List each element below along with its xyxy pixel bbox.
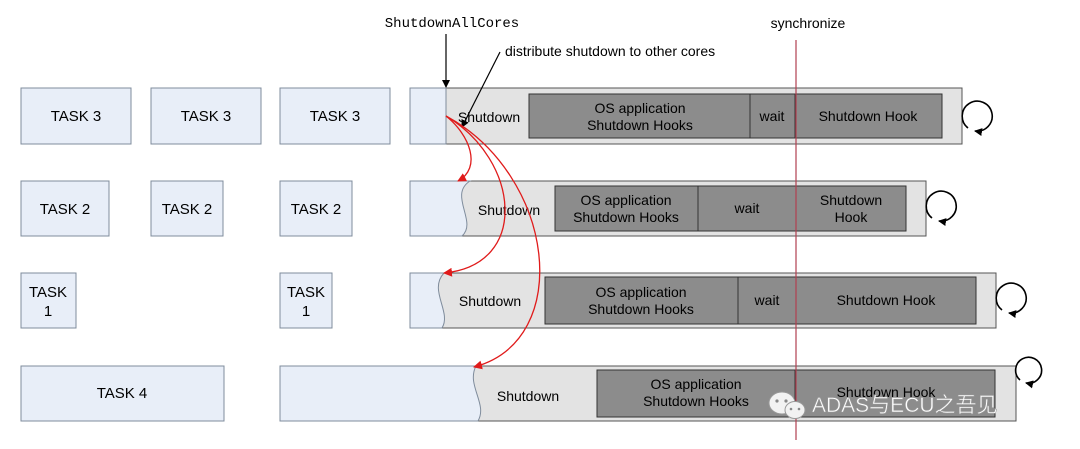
wait-box	[749, 93, 796, 139]
os-hooks-box	[554, 185, 699, 232]
loop-icon	[995, 282, 1028, 318]
wechat-icon	[768, 391, 806, 419]
shutdown-label: Shutdown	[497, 388, 559, 404]
task-label: TASK 3	[181, 108, 232, 125]
shutdown-label: Shutdown	[478, 202, 540, 218]
shutdown-hook-box	[794, 93, 943, 139]
distribute-pointer-arrow	[461, 51, 501, 128]
loop-icon	[961, 100, 994, 136]
loop-icon	[1014, 356, 1043, 389]
os-hooks-label: OS application	[594, 100, 685, 116]
os-hooks-label: Shutdown Hooks	[643, 393, 749, 409]
task-tail	[409, 272, 446, 329]
distribute-arrow-core-4	[445, 115, 541, 370]
shutdown-all-cores-label: ShutdownAllCores	[385, 16, 519, 32]
os-hooks-label: Shutdown Hooks	[573, 209, 679, 225]
shutdown-hook-box	[795, 276, 977, 325]
task-box	[20, 87, 132, 145]
task-box	[150, 180, 224, 237]
os-hooks-label: OS application	[650, 376, 741, 392]
task-tail	[409, 87, 447, 145]
task-tail	[279, 365, 482, 422]
shutdown-hook-label: Shutdown Hook	[819, 108, 919, 124]
wait-box	[697, 185, 797, 232]
task-label: TASK 2	[291, 201, 342, 218]
shutdown-label: Shutdown	[459, 293, 521, 309]
task-label: TASK 3	[310, 108, 361, 125]
distribute-arrow-core-3	[443, 115, 506, 277]
task-box	[279, 87, 391, 145]
task-label: TASK 3	[51, 108, 102, 125]
loop-icon	[925, 190, 958, 226]
watermark: ADAS与ECU之吾见	[768, 391, 998, 419]
task-box	[20, 180, 110, 237]
shutdown-hook-label: Shutdown Hook	[837, 292, 937, 308]
shutdown-label: Shutdown	[458, 109, 520, 125]
os-hooks-box	[544, 276, 739, 325]
task-tail	[409, 180, 472, 237]
core-row-3: TASK 1 TASK 1 Shutdown OS application Sh…	[20, 272, 1028, 329]
os-hooks-label: OS application	[580, 192, 671, 208]
task-box	[279, 180, 353, 237]
shutdown-hook-box	[794, 369, 996, 418]
task-box	[20, 272, 77, 329]
shutdown-hook-box	[795, 185, 907, 232]
synchronize-label: synchronize	[771, 15, 846, 31]
distribute-arrow-core-2	[445, 115, 472, 182]
task-label: TASK	[29, 284, 67, 301]
wait-label: wait	[754, 292, 780, 308]
wait-box	[737, 276, 797, 325]
shutdown-hook-label: Shutdown	[820, 192, 882, 208]
core-row-1: TASK 3 TASK 3 TASK 3 Shutdown OS applica…	[20, 87, 994, 145]
distribute-label: distribute shutdown to other cores	[505, 43, 715, 59]
task-label: TASK 2	[162, 201, 213, 218]
task-label: 1	[44, 303, 52, 320]
os-hooks-box	[596, 369, 796, 418]
task-box	[20, 365, 225, 422]
shutdown-hook-label: Hook	[835, 209, 869, 225]
shutdown-hook-label: Shutdown Hook	[837, 384, 937, 400]
os-hooks-label: Shutdown Hooks	[587, 117, 693, 133]
wait-label: wait	[759, 108, 785, 124]
task-box	[150, 87, 262, 145]
task-label: TASK 4	[97, 385, 148, 402]
task-label: TASK	[287, 284, 325, 301]
core-row-4: TASK 4 Shutdown OS application Shutdown …	[20, 356, 1043, 422]
task-label: TASK 2	[40, 201, 91, 218]
task-label: 1	[302, 303, 310, 320]
os-hooks-label: OS application	[595, 284, 686, 300]
watermark-text: ADAS与ECU之吾见	[812, 394, 998, 417]
os-hooks-label: Shutdown Hooks	[588, 301, 694, 317]
wait-label: wait	[734, 200, 760, 216]
os-hooks-box	[528, 93, 751, 139]
core-row-2: TASK 2 TASK 2 TASK 2 Shutdown OS applica…	[20, 180, 958, 237]
task-box	[279, 272, 333, 329]
